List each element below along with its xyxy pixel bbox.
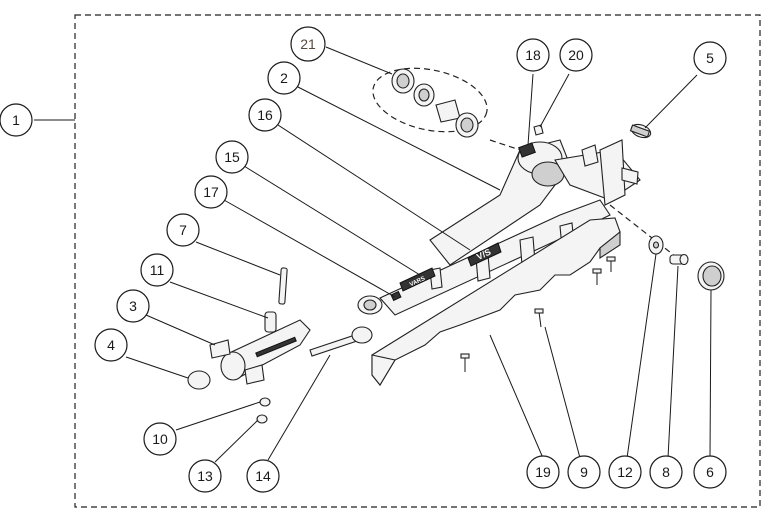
callout-12: 12	[608, 455, 642, 489]
callout-21-label: 21	[300, 36, 316, 52]
callout-3-label: 3	[129, 298, 137, 314]
small-washer	[256, 414, 268, 424]
leader-12	[626, 253, 657, 459]
rod	[309, 326, 373, 357]
callout-10: 10	[143, 422, 177, 456]
leader-5	[644, 74, 698, 129]
callout-6-label: 6	[706, 464, 714, 480]
small-nut	[259, 397, 271, 407]
callout-15-label: 15	[224, 149, 240, 165]
assembly-boundary	[74, 14, 761, 508]
leader-2	[295, 85, 501, 191]
callout-6: 6	[693, 455, 727, 489]
callout-7: 7	[166, 213, 200, 247]
pin	[278, 267, 288, 305]
callout-16: 16	[248, 98, 282, 132]
callout-13-label: 13	[197, 468, 213, 484]
leader-20	[539, 73, 570, 128]
callout-11: 11	[140, 253, 174, 287]
callout-1: 1	[0, 103, 33, 137]
callout-20: 20	[559, 38, 593, 72]
leader-8	[667, 265, 679, 459]
callout-14-label: 14	[255, 468, 271, 484]
callout-3: 3	[116, 289, 150, 323]
leader-18	[527, 73, 534, 146]
leader-3	[145, 314, 216, 346]
leader-13	[214, 419, 259, 463]
callout-18-label: 18	[525, 47, 541, 63]
leader-9	[544, 326, 581, 459]
leader-14	[267, 354, 331, 461]
leader-15	[243, 165, 421, 276]
leader-21	[325, 46, 393, 75]
callout-2: 2	[267, 61, 301, 95]
callout-11-label: 11	[150, 262, 165, 278]
end-cap	[697, 261, 725, 291]
callout-19-label: 19	[535, 464, 551, 480]
callout-16-label: 16	[257, 107, 273, 123]
main-frame: V/S VARS	[357, 139, 641, 316]
callout-13: 13	[188, 459, 222, 493]
callout-1-label: 1	[12, 112, 20, 128]
callout-4-label: 4	[107, 337, 115, 353]
leader-11	[169, 281, 269, 319]
callout-17-label: 17	[203, 184, 219, 200]
leader-7	[195, 241, 281, 276]
callout-19: 19	[526, 455, 560, 489]
callout-8: 8	[649, 455, 683, 489]
pivot-pin	[669, 253, 689, 266]
callout-15: 15	[215, 140, 249, 174]
axis-line-upper	[489, 139, 521, 151]
leader-6	[709, 289, 712, 459]
bushing	[264, 311, 277, 333]
leader-16	[277, 124, 471, 251]
callout-9-label: 9	[580, 464, 588, 480]
callout-12-label: 12	[617, 464, 633, 480]
leader-4	[125, 356, 189, 379]
callout-21: 21	[290, 26, 326, 62]
leader-10	[175, 401, 261, 431]
axis-line-lower	[609, 204, 681, 261]
leader-17	[223, 199, 396, 298]
callout-10-label: 10	[152, 431, 168, 447]
callout-20-label: 20	[568, 47, 584, 63]
callout-18: 18	[516, 38, 550, 72]
crossbar	[209, 319, 311, 385]
callout-14: 14	[246, 459, 280, 493]
clamp-bolt	[518, 124, 544, 158]
bearing-set	[372, 67, 488, 138]
callout-9: 9	[567, 455, 601, 489]
callout-8-label: 8	[662, 464, 670, 480]
pad	[371, 217, 621, 386]
callout-7-label: 7	[179, 222, 187, 238]
cap	[187, 370, 211, 390]
screws	[460, 256, 616, 372]
leader-19	[489, 334, 544, 459]
plug	[629, 123, 652, 139]
callout-17: 17	[194, 175, 228, 209]
callout-5: 5	[693, 41, 727, 75]
callout-2-label: 2	[280, 70, 288, 86]
callout-4: 4	[94, 328, 128, 362]
callout-5-label: 5	[706, 50, 714, 66]
